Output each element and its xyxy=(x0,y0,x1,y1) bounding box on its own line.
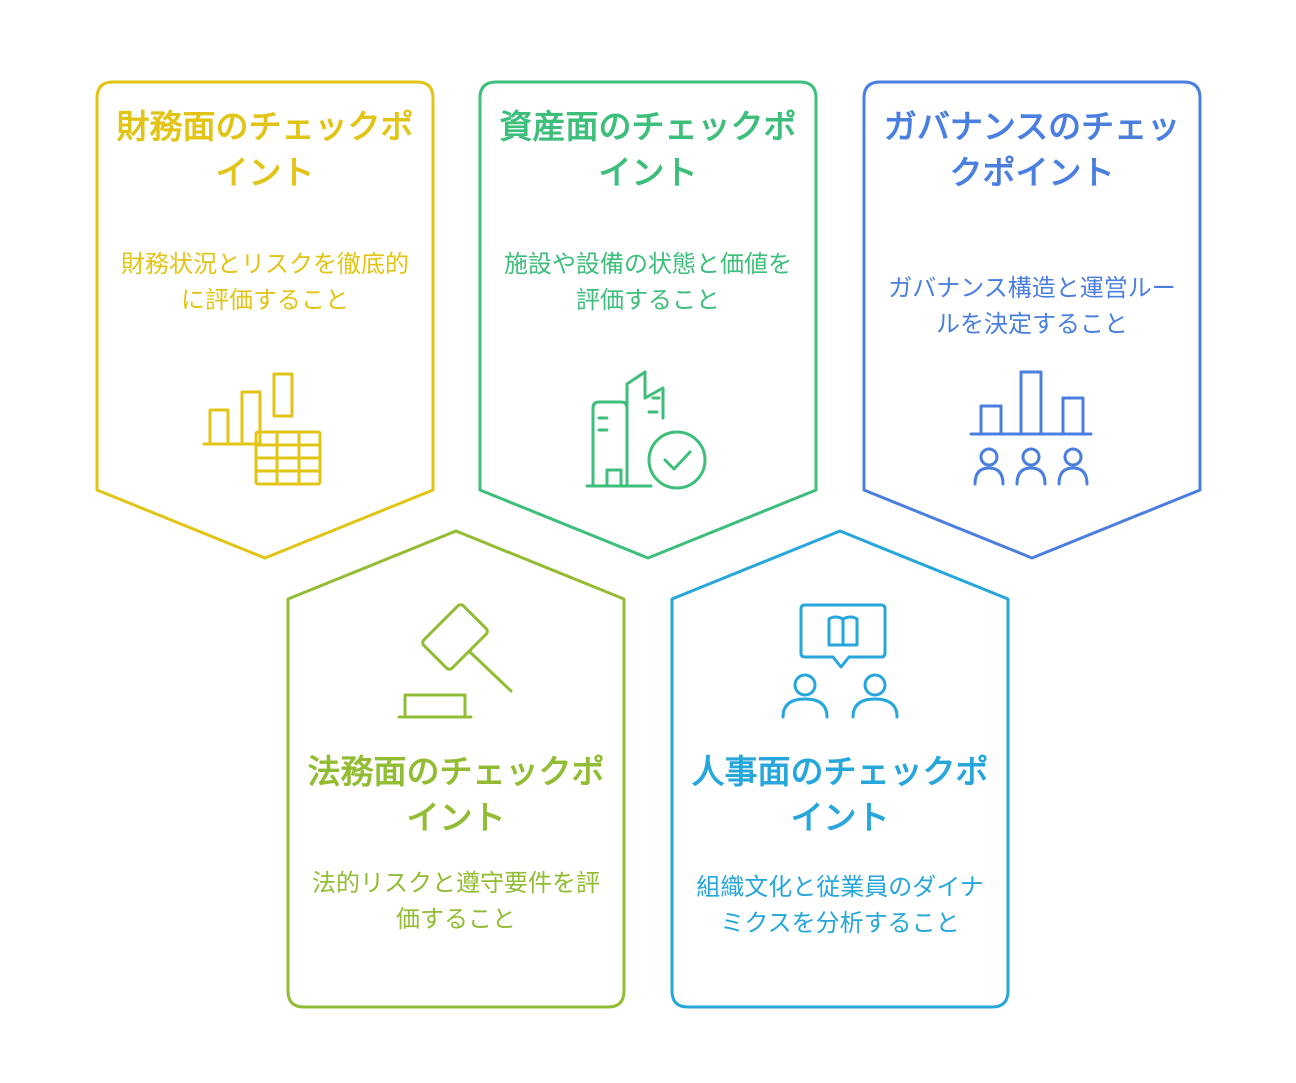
card-finance: 財務面のチェックポイント 財務状況とリスクを徹底的に評価すること xyxy=(95,80,435,560)
card-finance-title: 財務面のチェックポイント xyxy=(116,107,414,192)
card-assets-title: 資産面のチェックポイント xyxy=(499,107,797,192)
card-governance-title: ガバナンスのチェックポイント xyxy=(883,107,1181,192)
card-hr-title: 人事面のチェックポイント xyxy=(691,752,989,837)
card-governance-shape xyxy=(862,80,1202,560)
card-finance-desc: 財務状況とリスクを徹底的に評価すること xyxy=(121,250,409,314)
card-hr: 人事面のチェックポイント 組織文化と従業員のダイナミクスを分析すること xyxy=(670,529,1010,1009)
card-legal-title: 法務面のチェックポイント xyxy=(307,752,605,837)
card-governance-desc: ガバナンス構造と運営ルールを決定すること xyxy=(888,274,1176,338)
card-finance-shape xyxy=(95,80,435,560)
card-assets: 資産面のチェックポイント 施設や設備の状態と価値を評価すること xyxy=(478,80,818,560)
chart-people-icon xyxy=(969,370,1093,486)
card-governance: ガバナンスのチェックポイント ガバナンス構造と運営ルールを決定すること xyxy=(862,80,1202,560)
building-check-icon xyxy=(585,370,707,490)
card-hr-desc: 組織文化と従業員のダイナミクスを分析すること xyxy=(696,873,984,937)
people-discussion-icon xyxy=(781,603,899,719)
card-assets-shape xyxy=(478,80,818,560)
bar-chart-table-icon xyxy=(202,372,322,486)
gavel-icon xyxy=(397,603,513,719)
card-legal-shape xyxy=(286,529,626,1009)
card-hr-shape xyxy=(670,529,1010,1009)
card-legal-desc: 法的リスクと遵守要件を評価すること xyxy=(312,869,600,933)
card-legal: 法務面のチェックポイント 法的リスクと遵守要件を評価すること xyxy=(286,529,626,1009)
card-assets-desc: 施設や設備の状態と価値を評価すること xyxy=(504,250,792,314)
